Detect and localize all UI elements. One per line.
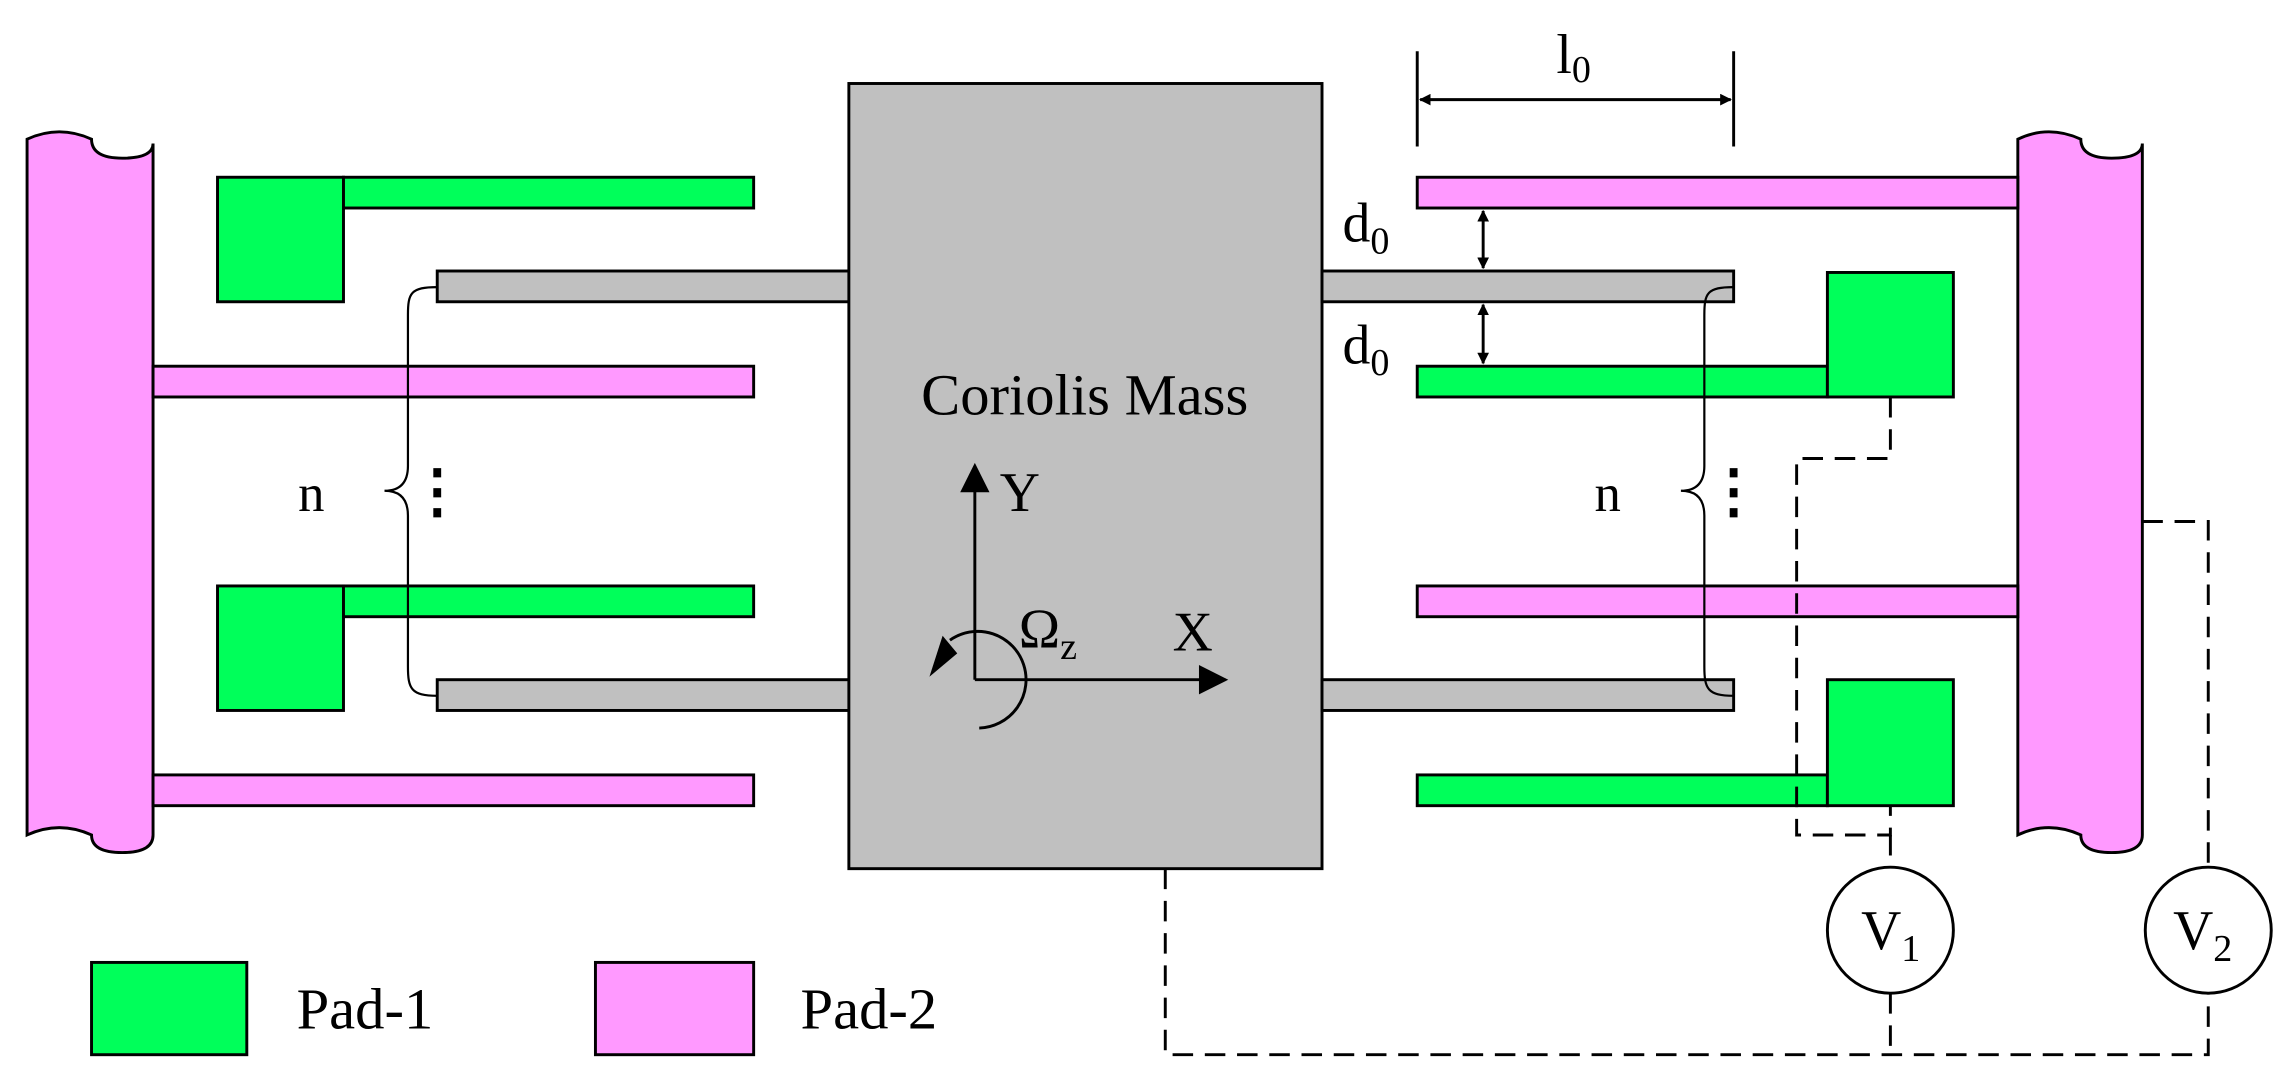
left-anchor-pad2 <box>25 130 155 855</box>
voltmeter-v2-label: V2 <box>2173 900 2232 970</box>
right-pad1-finger-bottom <box>1415 773 1829 808</box>
left-mass-finger-bottom <box>435 678 852 712</box>
x-axis-label: X <box>1173 601 1213 663</box>
right-pad1-block-bottom <box>1825 678 1955 808</box>
gap-dim-upper-label: d0 <box>1343 193 1390 263</box>
voltmeter-v2 <box>2143 865 2273 995</box>
right-pad2-finger-bottom <box>1415 584 2020 619</box>
left-count-brace <box>384 286 438 697</box>
gap-dim-lower-label: d0 <box>1343 314 1390 384</box>
right-mass-finger-top <box>1320 269 1736 304</box>
left-pad1-finger-top <box>342 175 756 210</box>
wiring <box>1163 396 2210 1057</box>
left-pad2-finger-bottom <box>151 773 756 808</box>
voltmeter-v1 <box>1825 865 1955 995</box>
coriolis-mass <box>847 82 1324 871</box>
right-mass-finger-bottom <box>1320 678 1736 712</box>
legend-label-pad1: Pad-1 <box>297 976 434 1041</box>
rotation-arc <box>949 629 1028 730</box>
length-dim-label: l0 <box>1556 24 1591 91</box>
rotation-arrowhead <box>929 635 958 677</box>
right-pad2-finger-top <box>1415 175 2020 210</box>
right-pad1-block-top <box>1825 270 1955 399</box>
left-mass-finger-top <box>435 269 852 304</box>
legend-swatch-pad2 <box>593 960 756 1057</box>
left-pad1-block-top <box>216 175 345 304</box>
legend-label-pad2: Pad-2 <box>801 976 938 1041</box>
left-pad1-finger-bottom <box>342 584 756 619</box>
voltmeter-v1-label: V1 <box>1861 900 1920 970</box>
right-anchor-pad2 <box>2016 130 2144 855</box>
legend: Pad-1 Pad-2 <box>90 960 938 1057</box>
omega-label: Ωz <box>1019 598 1077 668</box>
right-count-brace <box>1680 286 1734 697</box>
right-ellipsis: ⋮ <box>1704 459 1763 524</box>
left-pad1-block-bottom <box>216 584 345 712</box>
right-count-label: n <box>1594 465 1620 523</box>
coriolis-mass-label: Coriolis Mass <box>921 363 1248 428</box>
left-pad2-finger-top <box>151 364 756 399</box>
y-axis-label: Y <box>1000 462 1040 524</box>
left-count-label: n <box>298 465 324 523</box>
left-ellipsis: ⋮ <box>408 459 467 524</box>
legend-swatch-pad1 <box>90 960 249 1057</box>
right-pad1-finger-top <box>1415 364 1829 399</box>
